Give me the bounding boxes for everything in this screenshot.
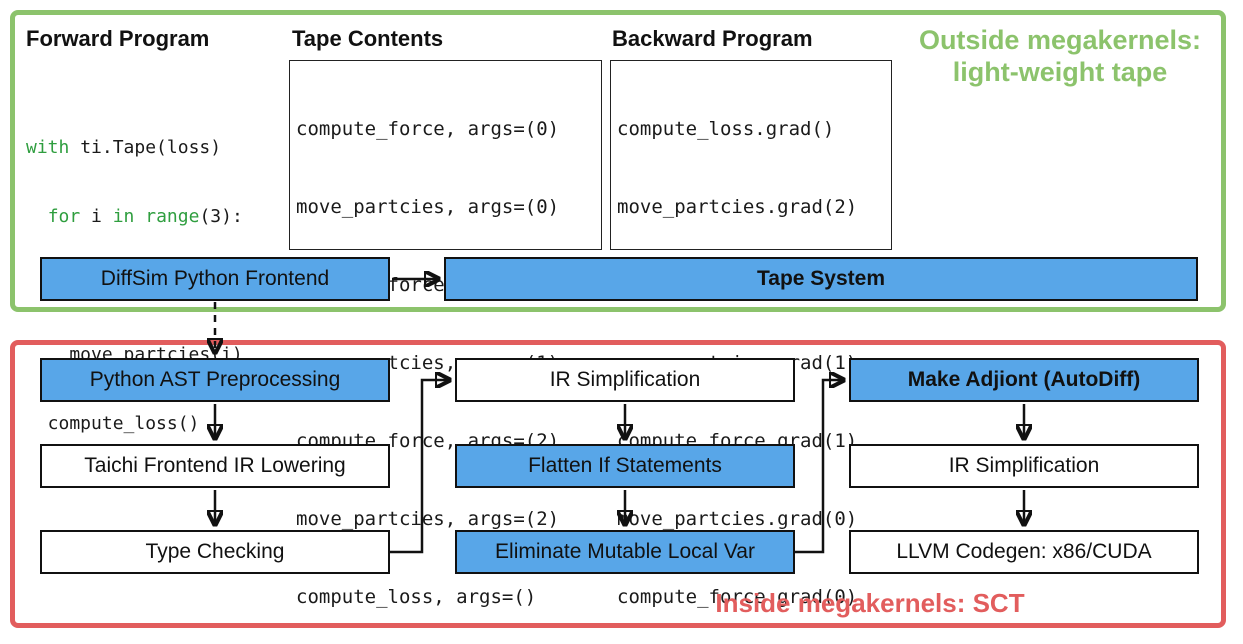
backward-line: move_partcies.grad(2)	[617, 196, 858, 218]
outside-megakernels-caption: Outside megakernels: light-weight tape	[890, 24, 1230, 89]
backward-program-box: compute_loss.grad() move_partcies.grad(2…	[610, 60, 892, 608]
python-ast-preprocessing-box: Python AST Preprocessing	[40, 358, 390, 402]
code-line: for i in range(3):	[26, 205, 243, 228]
backward-line: compute_loss.grad()	[617, 118, 835, 140]
make-adjoint-autodiff-box: Make Adjiont (AutoDiff)	[849, 358, 1199, 402]
eliminate-mutable-local-var-box: Eliminate Mutable Local Var	[455, 530, 795, 574]
outside-caption-line1: Outside megakernels:	[918, 25, 1202, 55]
backward-program-heading: Backward Program	[612, 26, 813, 51]
code-token: compute_loss()	[26, 413, 200, 434]
code-token: i	[80, 206, 113, 227]
forward-program-heading: Forward Program	[26, 26, 210, 51]
code-token: ti.Tape(loss)	[69, 137, 222, 158]
outside-caption-line2: light-weight tape	[952, 57, 1168, 88]
code-token: (3):	[199, 206, 243, 227]
tape-contents-box: compute_force, args=(0) move_partcies, a…	[289, 60, 602, 608]
llvm-codegen-box: LLVM Codegen: x86/CUDA	[849, 530, 1199, 574]
taichi-frontend-ir-lowering-box: Taichi Frontend IR Lowering	[40, 444, 390, 488]
code-token: with	[26, 137, 70, 158]
inside-megakernels-frame	[10, 340, 1226, 628]
tape-line: move_partcies, args=(0)	[296, 196, 560, 218]
tape-line: compute_force, args=(0)	[296, 118, 560, 140]
diffsim-python-frontend-box: DiffSim Python Frontend	[40, 257, 390, 301]
code-line: with ti.Tape(loss)	[26, 136, 243, 159]
tape-line: compute_loss, args=()	[296, 586, 537, 608]
code-token: for	[47, 206, 81, 227]
tape-contents-heading: Tape Contents	[292, 26, 444, 51]
code-token	[134, 206, 145, 227]
ir-simplification-box-2: IR Simplification	[849, 444, 1199, 488]
outside-megakernels-frame	[10, 10, 1226, 312]
inside-megakernels-caption: Inside megakernels: SCT	[715, 588, 1025, 618]
code-token: in	[112, 206, 135, 227]
ir-simplification-box-1: IR Simplification	[455, 358, 795, 402]
tape-system-box: Tape System	[444, 257, 1198, 301]
backward-line: move_partcies.grad(0)	[617, 508, 858, 530]
backward-line: compute_force.grad(0)	[617, 586, 858, 608]
code-token	[26, 206, 48, 227]
type-checking-box: Type Checking	[40, 530, 390, 574]
code-token: range	[145, 206, 200, 227]
code-line: compute_loss()	[26, 412, 243, 435]
flatten-if-statements-box: Flatten If Statements	[455, 444, 795, 488]
tape-line: move_partcies, args=(2)	[296, 508, 560, 530]
